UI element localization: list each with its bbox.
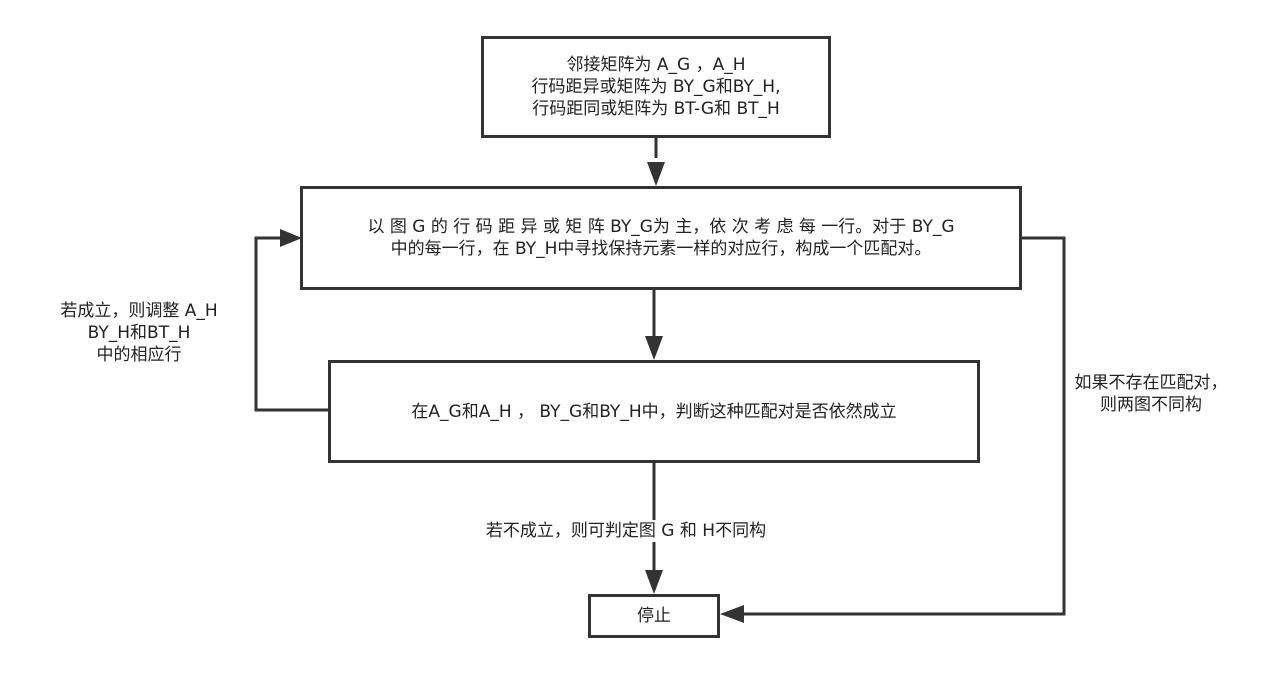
box-adjacency-matrices: 邻接矩阵为 A_G ，A_H 行码距异或矩阵为 BY_G和BY_H, 行码距同或… <box>481 36 831 138</box>
label-right-line-2: 则两图不同构 <box>1100 395 1202 415</box>
arrowhead-box1-to-box2 <box>647 162 665 186</box>
box3-line-1: 在A_G和A_H ， BY_G和BY_H中，判断这种匹配对是否依然成立 <box>411 401 897 422</box>
box2-line-1: 以 图 G 的 行 码 距 异 或 矩 阵 BY_G为 主，依 次 考 虑 每 … <box>367 217 955 237</box>
label-if-holds: 若成立，则调整 A_H BY_H和BT_H 中的相应行 <box>44 300 234 366</box>
box2-line-2: 中的每一行，在 BY_H中寻找保持元素一样的对应行，构成一个匹配对。 <box>390 239 932 259</box>
label-right-line-1: 如果不存在匹配对， <box>1074 373 1228 393</box>
box-row-matching: 以 图 G 的 行 码 距 异 或 矩 阵 BY_G为 主，依 次 考 虑 每 … <box>300 186 1022 290</box>
label-left-line-1: 若成立，则调整 A_H <box>60 301 218 321</box>
label-bottom-line-1: 若不成立，则可判定图 G 和 H不同构 <box>485 521 767 541</box>
label-no-match: 如果不存在匹配对， 则两图不同构 <box>1056 372 1246 416</box>
box-check-match: 在A_G和A_H ， BY_G和BY_H中，判断这种匹配对是否依然成立 <box>328 360 980 463</box>
box-stop: 停止 <box>588 594 720 638</box>
box1-line-3: 行码距同或矩阵为 BT-G和 BT_H <box>532 99 780 119</box>
box1-line-1: 邻接矩阵为 A_G ，A_H <box>566 55 746 75</box>
arrow-box2-to-stop <box>742 236 1066 616</box>
label-not-holds: 若不成立，则可判定图 G 和 H不同构 <box>456 520 796 542</box>
arrowhead-box2-to-stop <box>720 605 744 623</box>
arrow-loop-back <box>254 236 330 412</box>
label-left-line-2: BY_H和BT_H <box>87 323 191 343</box>
arrowhead-box3-to-stop <box>645 570 663 594</box>
label-left-line-3: 中的相应行 <box>96 345 182 365</box>
box4-line-1: 停止 <box>637 606 671 626</box>
box1-line-2: 行码距异或矩阵为 BY_G和BY_H, <box>531 77 781 97</box>
arrowhead-loop-back <box>280 229 302 247</box>
arrowhead-box2-to-box3 <box>645 336 663 360</box>
